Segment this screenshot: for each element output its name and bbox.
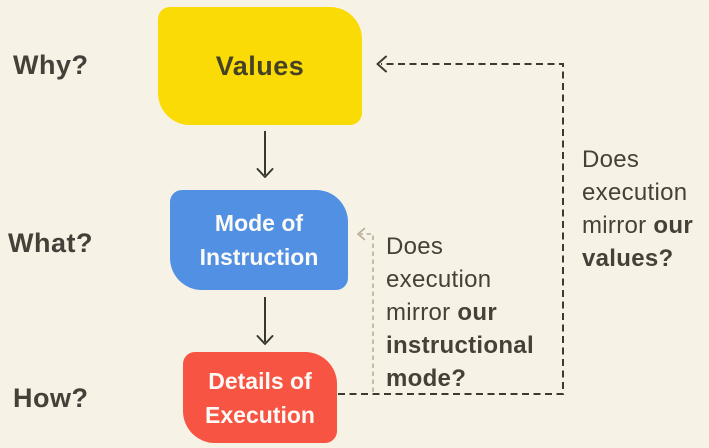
details-of-execution-box: Details of Execution (183, 352, 337, 443)
values-feedback-line1: Does (582, 146, 640, 173)
mode-feedback-line5: mode? (386, 365, 467, 392)
details-box-label-line2: Execution (205, 401, 315, 428)
values-feedback-line3: mirror our (582, 212, 693, 239)
details-box-label-line1: Details of (208, 367, 312, 394)
mode-to-details-arrowhead (256, 335, 274, 345)
values-box: Values (158, 7, 362, 125)
row-label-how: How? (13, 383, 89, 413)
values-feedback-line2: execution (582, 179, 688, 206)
execution-to-mode-feedback-arrowhead (357, 227, 366, 241)
mode-feedback-line3: mirror our (386, 299, 497, 326)
row-label-why: Why? (13, 50, 89, 80)
execution-to-values-feedback-arrowhead (376, 55, 387, 73)
values-to-mode-arrowhead (256, 168, 274, 178)
mode-feedback-line4: instructional (386, 332, 534, 359)
mode-of-instruction-box: Mode of Instruction (170, 190, 348, 290)
row-label-what: What? (8, 228, 93, 258)
mode-box-label-line1: Mode of (214, 210, 304, 236)
values-box-label: Values (215, 50, 305, 81)
execution-to-mode-feedback-line (360, 233, 374, 392)
mode-feedback-line2: execution (386, 266, 492, 293)
values-feedback-question: Does execution mirror our values? (582, 143, 709, 275)
mode-feedback-question: Does execution mirror our instructional … (386, 230, 561, 395)
mode-feedback-line1: Does (386, 233, 444, 260)
values-feedback-line4: values? (582, 245, 674, 272)
mode-box-label-line2: Instruction (199, 244, 319, 270)
